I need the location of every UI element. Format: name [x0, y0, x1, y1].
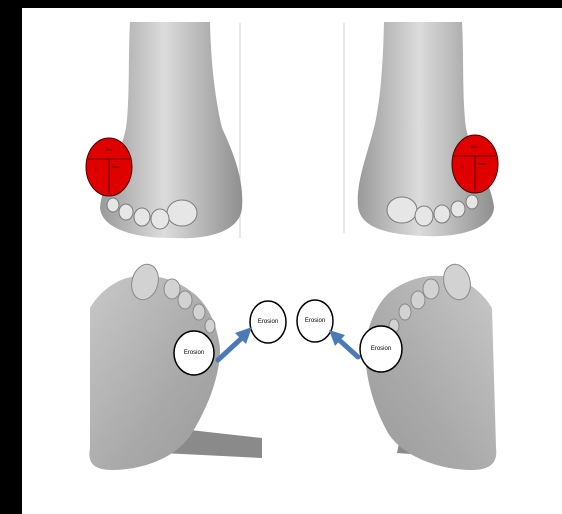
erosion-left-inner: Erosion [250, 301, 286, 343]
erosion-label: Erosion [305, 318, 325, 324]
bottom-left-sole-panel [89, 261, 262, 470]
erosion-label: Erosion [258, 319, 278, 325]
top-left-lesion: Ero C 0mm [86, 138, 132, 196]
erosion-label: Erosion [184, 350, 204, 356]
up-arrow-icon [329, 330, 358, 357]
top-right-lesion: Ero C 0mm [452, 135, 498, 193]
up-arrow-icon [218, 327, 252, 360]
figure-svg: Ero C 0mm Ero C 0mm [22, 8, 562, 514]
lesion-label-top: Ero [471, 145, 477, 149]
erosion-right-outer: Erosion [360, 326, 402, 372]
figure-canvas: Ero C 0mm Ero C 0mm [22, 8, 562, 514]
lesion-label-right: 0mm [112, 165, 120, 169]
lesion-label-top: Ero [106, 148, 112, 152]
top-right-foot-panel: Ero C 0mm [344, 22, 498, 236]
lesion-label-right: 0mm [478, 162, 486, 166]
bottom-right-sole [365, 276, 496, 470]
erosion-label: Erosion [371, 346, 391, 352]
top-left-foot-panel: Ero C 0mm [86, 22, 242, 238]
erosion-right-inner: Erosion [297, 300, 333, 342]
erosion-left-outer: Erosion [174, 331, 214, 375]
